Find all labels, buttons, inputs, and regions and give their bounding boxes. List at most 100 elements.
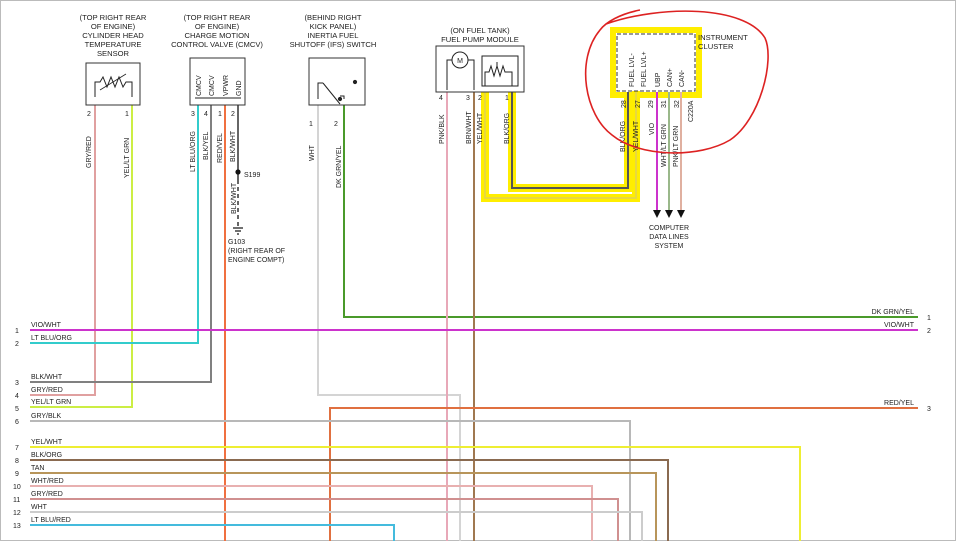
- network-label-line-2: DATA LINES: [649, 234, 689, 241]
- left-wire-num-3: 3: [15, 380, 19, 387]
- left-wire-num-10: 10: [13, 484, 21, 491]
- ifs-title-line-3: INERTIA FUEL: [308, 31, 359, 40]
- left-wire-num-2: 2: [15, 341, 19, 348]
- cluster-term-fuel-lvl-neg: FUEL LVL-: [629, 52, 636, 87]
- left-wire-label-3: BLK/WHT: [31, 374, 63, 381]
- cmcv-wire-lt-blu-org: LT BLU/ORG: [190, 131, 197, 172]
- pump-pin-1: 1: [505, 95, 509, 102]
- cmcv-pin-1: 1: [218, 111, 222, 118]
- left-wire-num-5: 5: [15, 406, 19, 413]
- splice-label: S199: [244, 172, 260, 179]
- cluster-pin-28: 28: [621, 100, 628, 108]
- highlight-circle: [584, 9, 769, 154]
- cmcv-wire-blk-wht: BLK/WHT: [230, 130, 237, 162]
- cluster-wire-wht-lt-grn: WHT/LT GRN: [661, 124, 668, 167]
- cylinder-head-temp-sensor: (TOP RIGHT REAR OF ENGINE) CYLINDER HEAD…: [80, 13, 147, 178]
- ect-wire-gry-red: GRY/RED: [86, 136, 93, 168]
- right-harness: DK GRN/YEL 1 VIO/WHT 2 RED/YEL 3: [872, 309, 931, 413]
- left-wire-num-6: 6: [15, 419, 19, 426]
- charge-motion-control-valve: (TOP RIGHT REAR OF ENGINE) CHARGE MOTION…: [171, 13, 285, 264]
- right-wire-label-3: RED/YEL: [884, 400, 914, 407]
- cluster-title-line-1: INSTRUMENT: [698, 33, 748, 42]
- wires: [30, 92, 918, 541]
- ifs-pin-2: 2: [334, 121, 338, 128]
- ect-pin-1: 1: [125, 111, 129, 118]
- cluster-box: [616, 33, 696, 92]
- ect-title-line-1: (TOP RIGHT REAR: [80, 13, 147, 22]
- left-wire-num-9: 9: [15, 471, 19, 478]
- switch-icon: [317, 79, 358, 105]
- pump-wire-yel-wht: YEL/WHT: [477, 112, 484, 144]
- cluster-wire-yel-wht: YEL/WHT: [633, 120, 640, 152]
- left-wire-num-1: 1: [15, 328, 19, 335]
- left-wire-num-11: 11: [13, 497, 20, 504]
- cmcv-title-line-3: CHARGE MOTION: [185, 31, 250, 40]
- pump-wire-pnk-blk: PNK/BLK: [439, 114, 446, 144]
- cluster-wire-pnk-lt-grn: PNK/LT GRN: [673, 126, 680, 167]
- left-wire-label-11: GRY/RED: [31, 491, 63, 498]
- motor-icon: M: [446, 51, 475, 90]
- left-wire-label-1: VIO/WHT: [31, 322, 62, 329]
- pump-title-line-1: (ON FUEL TANK): [450, 26, 510, 35]
- pump-wire-blk-org: BLK/ORG: [504, 113, 511, 144]
- cmcv-title-line-2: OF ENGINE): [195, 22, 240, 31]
- fuel-sender-box: [481, 55, 519, 87]
- cluster-pin-31: 31: [661, 100, 668, 108]
- cluster-wire-blk-org: BLK/ORG: [620, 121, 627, 152]
- cluster-pin-29: 29: [648, 100, 655, 108]
- cmcv-term-4: GND: [236, 80, 243, 96]
- network-label-line-1: COMPUTER: [649, 225, 689, 232]
- motor-label: M: [457, 58, 463, 65]
- cmcv-title-line-4: CONTROL VALVE (CMCV): [171, 40, 263, 49]
- ifs-title-line-1: (BEHIND RIGHT: [305, 13, 362, 22]
- cmcv-term-1: CMCV: [196, 75, 203, 96]
- left-wire-label-7: YEL/WHT: [31, 439, 63, 446]
- right-wire-num-3: 3: [927, 406, 931, 413]
- ifs-wire-wht: WHT: [309, 144, 316, 161]
- network-arrows: [653, 210, 685, 218]
- left-wire-label-13: LT BLU/RED: [31, 517, 71, 524]
- left-wire-label-2: LT BLU/ORG: [31, 335, 72, 342]
- inertia-fuel-shutoff-switch: (BEHIND RIGHT KICK PANEL) INERTIA FUEL S…: [290, 13, 377, 188]
- left-wire-label-9: TAN: [31, 465, 44, 472]
- cmcv-pin-2: 2: [231, 111, 235, 118]
- right-wire-num-1: 1: [927, 315, 931, 322]
- cmcv-wire-blk-yel: BLK/YEL: [203, 131, 210, 160]
- left-wire-label-6: GRY/BLK: [31, 413, 62, 420]
- ect-title-line-3: CYLINDER HEAD: [82, 31, 144, 40]
- ect-wire-yel-lt-grn: YEL/LT GRN: [124, 138, 131, 178]
- left-wire-num-4: 4: [15, 393, 19, 400]
- cluster-term-fuel-lvl-pos: FUEL LVL+: [641, 51, 648, 87]
- ifs-title-line-4: SHUTOFF (IFS) SWITCH: [290, 40, 377, 49]
- ect-title-line-4: TEMPERATURE: [85, 40, 142, 49]
- pump-title-line-2: FUEL PUMP MODULE: [441, 35, 519, 44]
- ifs-title-line-2: KICK PANEL): [310, 22, 357, 31]
- cluster-term-ubp: UBP: [655, 72, 662, 87]
- cluster-pin-32: 32: [674, 100, 681, 108]
- pump-pin-2: 2: [478, 95, 482, 102]
- instrument-cluster: INSTRUMENT CLUSTER FUEL LVL- FUEL LVL+ U…: [616, 33, 748, 250]
- left-wire-label-12: WHT: [31, 504, 48, 511]
- cmcv-pin-4: 4: [204, 111, 208, 118]
- left-wire-num-12: 12: [13, 510, 21, 517]
- ifs-pin-1: 1: [309, 121, 313, 128]
- network-label-line-3: SYSTEM: [655, 243, 684, 250]
- right-wire-label-2: VIO/WHT: [884, 322, 915, 329]
- left-wire-num-8: 8: [15, 458, 19, 465]
- cluster-pin-27: 27: [635, 100, 642, 108]
- cluster-connector-id: C220A: [688, 100, 695, 122]
- ground-location-line-2: ENGINE COMPT): [228, 257, 284, 264]
- pump-pin-3: 3: [466, 95, 470, 102]
- left-wire-label-8: BLK/ORG: [31, 452, 62, 459]
- ifs-wire-dk-grn-yel: DK GRN/YEL: [336, 145, 343, 188]
- cmcv-pin-3: 3: [191, 111, 195, 118]
- left-wire-num-13: 13: [13, 523, 21, 530]
- left-wire-label-4: GRY/RED: [31, 387, 63, 394]
- right-wire-num-2: 2: [927, 328, 931, 335]
- cluster-wire-vio: VIO: [649, 122, 656, 135]
- cmcv-wire-red-vel: RED/VEL: [217, 133, 224, 163]
- cluster-term-can-neg: CAN-: [679, 69, 686, 87]
- ect-title-line-5: SENSOR: [97, 49, 130, 58]
- ect-title-line-2: OF ENGINE): [91, 22, 136, 31]
